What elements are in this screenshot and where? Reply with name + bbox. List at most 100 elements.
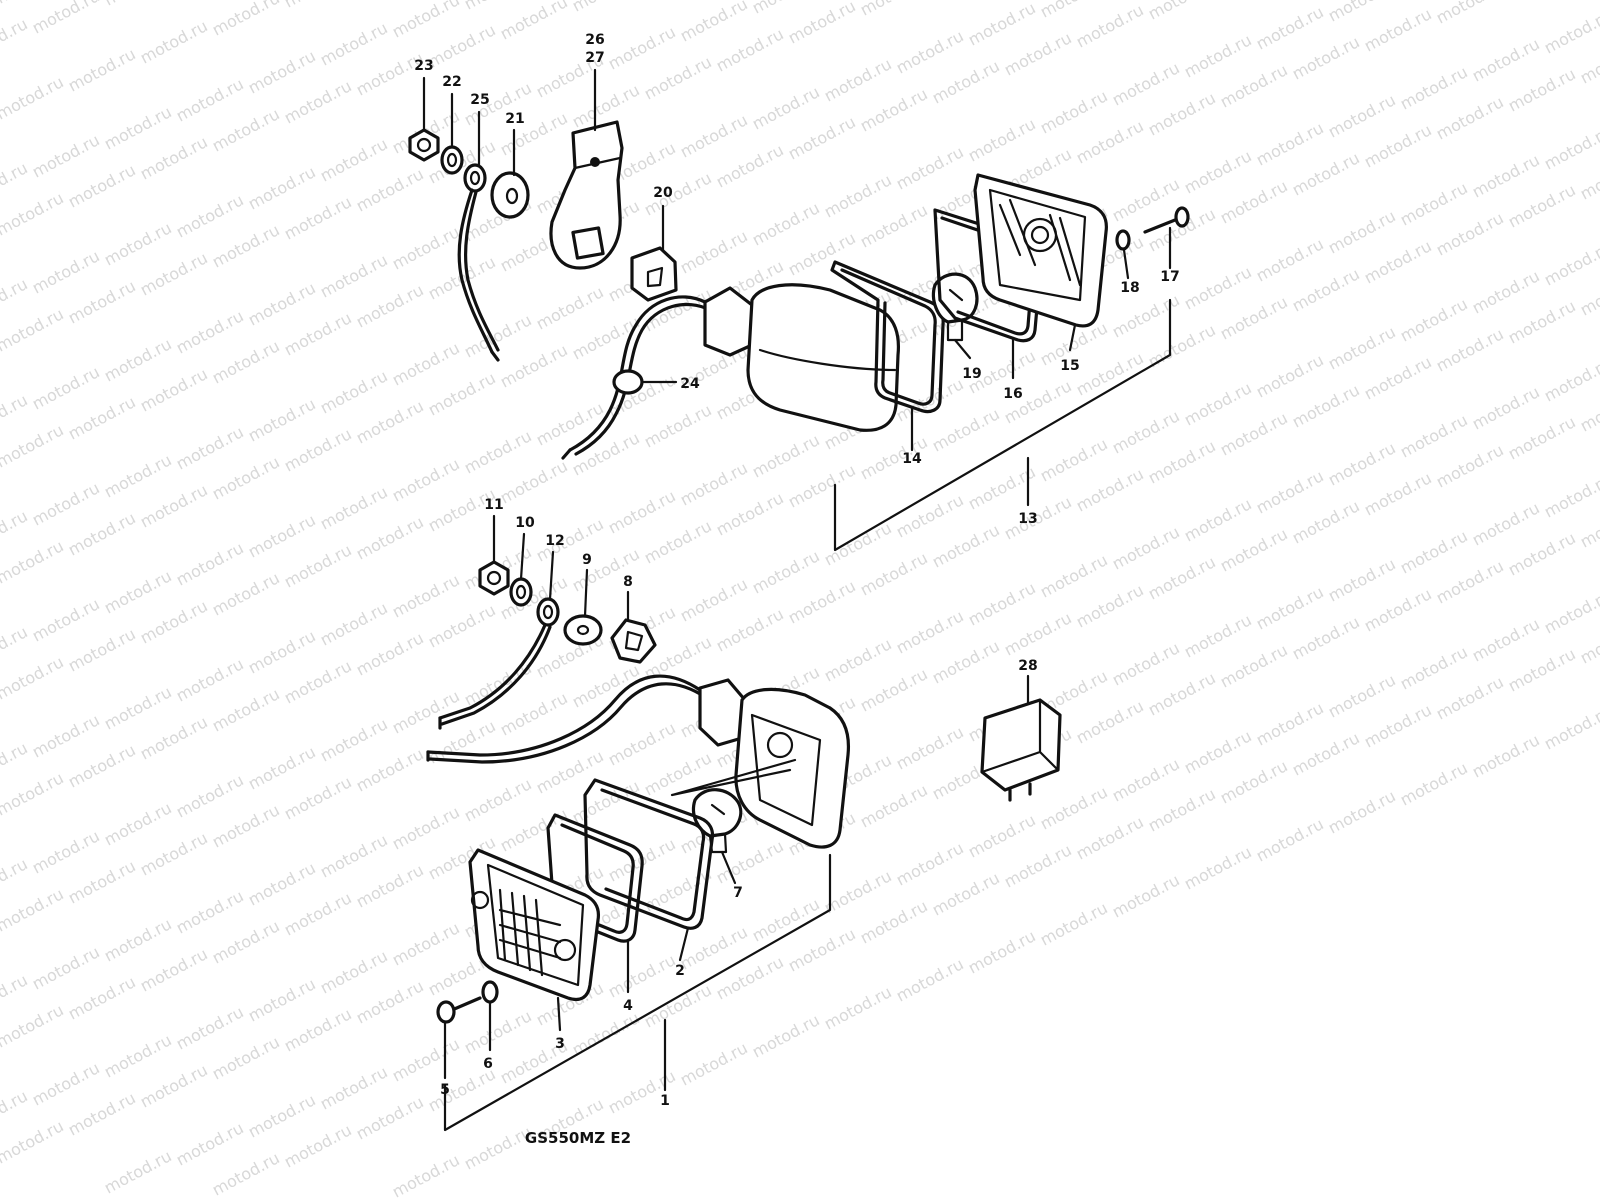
watermark-text: motod.ru: [1577, 616, 1600, 667]
watermark-text: motod.ru: [857, 84, 931, 135]
watermark-text: motod.ru: [965, 810, 1039, 861]
watermark-text: motod.ru: [65, 160, 139, 211]
watermark-text: motod.ru: [461, 310, 535, 361]
label-24: 24: [680, 376, 700, 392]
bulb-7: [691, 788, 743, 854]
watermark-text: motod.ru: [1505, 412, 1579, 463]
watermark-text: motod.ru: [713, 836, 787, 887]
bracket-13: [833, 298, 1172, 552]
watermark-text: motod.ru: [137, 944, 211, 995]
watermark-text: motod.ru: [1037, 86, 1111, 137]
watermark-text: motod.ru: [1037, 550, 1111, 601]
watermark-text: motod.ru: [1109, 522, 1183, 573]
watermark-text: motod.ru: [497, 688, 571, 739]
watermark-text: motod.ru: [389, 454, 463, 505]
watermark-text: motod.ru: [389, 1150, 463, 1200]
watermark-text: motod.ru: [1361, 584, 1435, 635]
watermark-text: motod.ru: [29, 594, 103, 645]
watermark-text: motod.ru: [0, 622, 31, 673]
watermark-text: motod.ru: [821, 54, 895, 105]
watermark-text: motod.ru: [893, 606, 967, 657]
label-21: 21: [505, 111, 524, 127]
watermark-text: motod.ru: [65, 740, 139, 791]
watermark-text: motod.ru: [137, 364, 211, 415]
watermark-text: motod.ru: [209, 568, 283, 619]
watermark-text: motod.ru: [137, 596, 211, 647]
watermark-text: motod.ru: [1469, 382, 1543, 433]
bracket-26-27: [549, 120, 624, 270]
watermark-text: motod.ru: [677, 226, 751, 277]
watermark-text: motod.ru: [497, 804, 571, 855]
washer-18: [1115, 229, 1131, 251]
lower-housing: [670, 678, 851, 849]
watermark-text: motod.ru: [389, 222, 463, 273]
wire-24: [561, 295, 712, 460]
watermark-text: motod.ru: [137, 480, 211, 531]
watermark-text: motod.ru: [173, 886, 247, 937]
watermark-text: motod.ru: [65, 44, 139, 95]
watermark-text: motod.ru: [0, 1086, 31, 1137]
watermark-text: motod.ru: [1577, 268, 1600, 319]
watermark-text: motod.ru: [137, 828, 211, 879]
watermark-text: motod.ru: [641, 516, 715, 567]
watermark-text: motod.ru: [1073, 0, 1147, 51]
watermark-text: motod.ru: [1397, 62, 1471, 113]
watermark-text: motod.ru: [1433, 324, 1507, 375]
washer-10: [509, 577, 533, 607]
watermark-text: motod.ru: [209, 1148, 283, 1199]
watermark-text: motod.ru: [1577, 36, 1600, 87]
watermark-text: motod.ru: [605, 718, 679, 769]
watermark-text: motod.ru: [1001, 840, 1075, 891]
lens-3: [468, 848, 601, 1002]
watermark-text: motod.ru: [893, 490, 967, 541]
watermark-text: motod.ru: [101, 682, 175, 733]
watermark-text: motod.ru: [1505, 180, 1579, 231]
washer-22: [440, 145, 464, 175]
watermark-text: motod.ru: [857, 200, 931, 251]
watermark-text: motod.ru: [1001, 492, 1075, 543]
watermark-text: motod.ru: [641, 400, 715, 451]
watermark-text: motod.ru: [425, 368, 499, 419]
watermark-text: motod.ru: [0, 1116, 67, 1167]
watermark-text: motod.ru: [389, 802, 463, 853]
watermark-text: motod.ru: [1181, 726, 1255, 777]
watermark-text: motod.ru: [533, 514, 607, 565]
watermark-text: motod.ru: [1577, 384, 1600, 435]
watermark-text: motod.ru: [29, 0, 103, 38]
watermark-text: motod.ru: [29, 362, 103, 413]
watermark-text: motod.ru: [29, 246, 103, 297]
watermark-text: motod.ru: [1541, 470, 1600, 521]
watermark-text: motod.ru: [0, 768, 67, 819]
watermark-text: motod.ru: [857, 548, 931, 599]
label-6: 6: [483, 1056, 493, 1072]
watermark-text: motod.ru: [1289, 612, 1363, 663]
watermark-text: motod.ru: [173, 538, 247, 589]
watermark-text: motod.ru: [749, 0, 823, 18]
watermark-text: motod.ru: [209, 916, 283, 967]
watermark-text: motod.ru: [1469, 498, 1543, 549]
watermark-text: motod.ru: [1361, 700, 1435, 751]
watermark-text: motod.ru: [245, 510, 319, 561]
watermark-text: motod.ru: [317, 134, 391, 185]
watermark-text: motod.ru: [281, 308, 355, 359]
watermark-text: motod.ru: [101, 102, 175, 153]
gasket-2: [583, 778, 715, 930]
label-2: 2: [675, 963, 685, 979]
watermark-text: motod.ru: [245, 974, 319, 1025]
watermark-text: motod.ru: [245, 742, 319, 793]
watermark-text: motod.ru: [677, 458, 751, 509]
watermark-text: motod.ru: [929, 520, 1003, 571]
watermark-text: motod.ru: [137, 1060, 211, 1111]
watermark-text: motod.ru: [173, 190, 247, 241]
watermark-text: motod.ru: [1361, 4, 1435, 55]
watermark-text: motod.ru: [29, 478, 103, 529]
watermark-text: motod.ru: [893, 722, 967, 773]
watermark-text: motod.ru: [461, 774, 535, 825]
watermark-text: motod.ru: [1289, 264, 1363, 315]
watermark-text: motod.ru: [1253, 814, 1327, 865]
watermark-text: motod.ru: [209, 800, 283, 851]
watermark-text: motod.ru: [641, 168, 715, 219]
watermark-text: motod.ru: [497, 340, 571, 391]
watermark-text: motod.ru: [0, 390, 31, 441]
watermark-text: motod.ru: [461, 658, 535, 709]
